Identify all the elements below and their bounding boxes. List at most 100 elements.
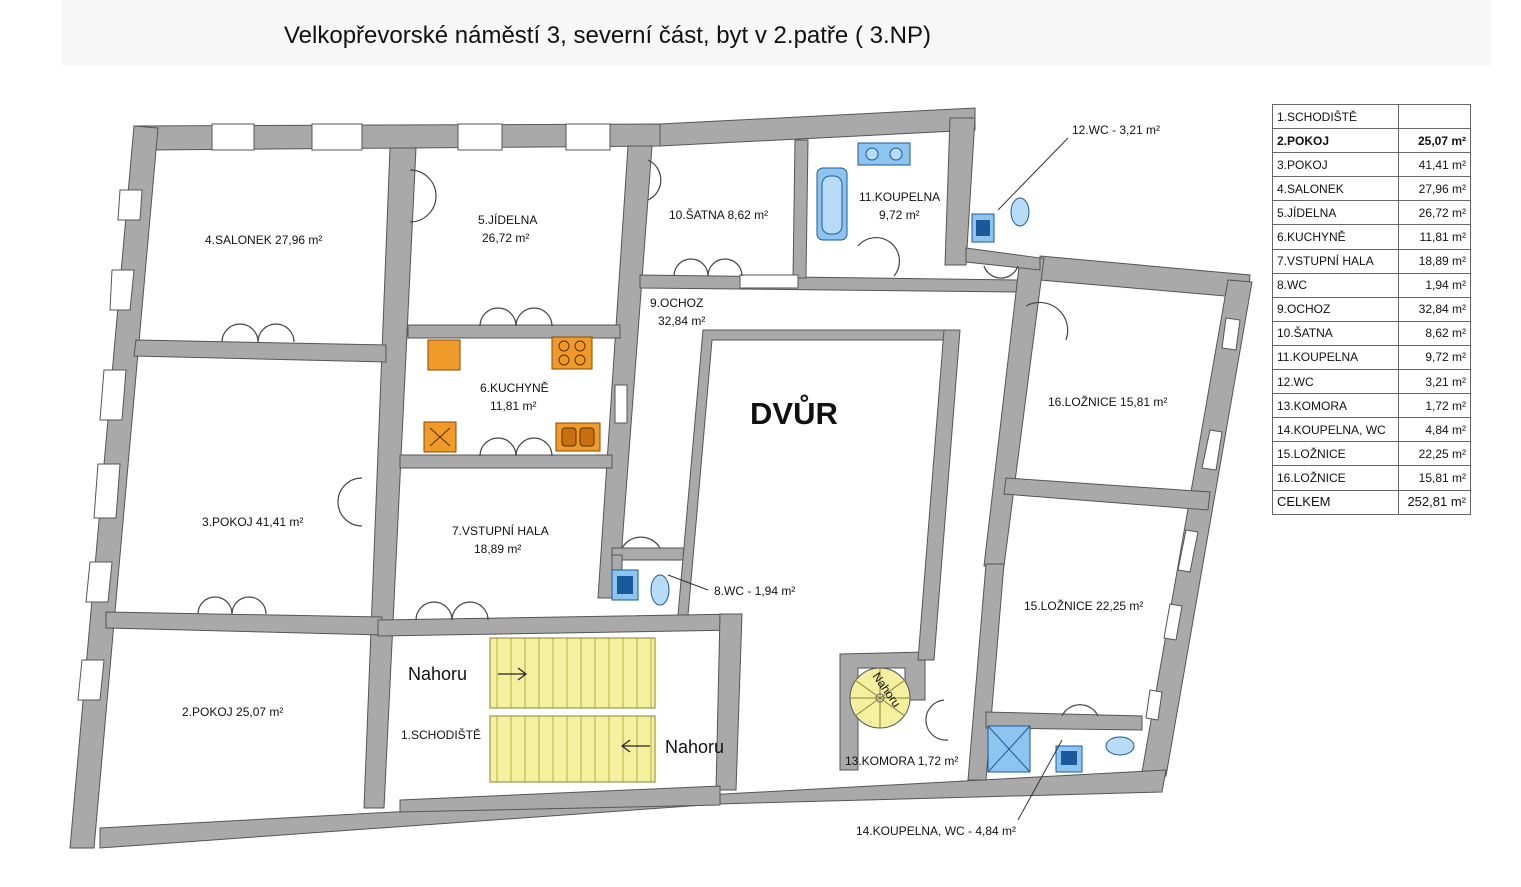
room-label-schodiste: 1.SCHODIŠTĚ: [401, 727, 481, 742]
kitchen-fixtures: [423, 336, 601, 453]
page-title: Velkopřevorské náměstí 3, severní část, …: [284, 22, 931, 49]
area-table-room-area: 32,84 m²: [1397, 296, 1472, 322]
courtyard-walls: [677, 329, 961, 661]
room-label-wc12: 12.WC - 3,21 m²: [1072, 123, 1160, 137]
fridge-icon: [427, 339, 461, 371]
area-table-room-name: 16.LOŽNICE: [1272, 465, 1399, 491]
washbasin-icon-wc12: [971, 213, 995, 243]
area-table-room-name: 6.KUCHYNĚ: [1272, 224, 1399, 250]
area-table-room-name: 5.JÍDELNA: [1272, 200, 1399, 226]
room-label-loznice16: 16.LOŽNICE 15,81 m²: [1048, 394, 1167, 409]
area-table-room-area: 4,84 m²: [1397, 417, 1472, 443]
room-name-koupelna: 11.KOUPELNA: [859, 190, 940, 204]
leader-lines: [667, 137, 1069, 821]
double-washbasin-icon: [857, 142, 911, 166]
area-table-room-area: 9,72 m²: [1397, 344, 1472, 371]
toilet-icon-wc8: [650, 574, 670, 606]
spiral-staircase: [849, 667, 911, 729]
area-table-room-area: 26,72 m²: [1397, 200, 1472, 226]
area-table-room-area: 25,07 m²: [1397, 128, 1472, 154]
area-table-room-area: 8,62 m²: [1397, 320, 1472, 346]
area-table-room-area: 27,96 m²: [1397, 176, 1472, 202]
bathtub-icon: [816, 167, 848, 241]
area-table-room-name: 2.POKOJ: [1272, 128, 1399, 154]
main-staircase: [489, 637, 656, 783]
area-table-room-area: 22,25 m²: [1397, 441, 1472, 467]
stairs-arrows: [498, 667, 650, 753]
room-name-kuchyne: 6.KUCHYNĚ: [480, 380, 549, 395]
room-label-loznice15: 15.LOŽNICE 22,25 m²: [1024, 598, 1143, 613]
washbasin-icon-14: [1055, 745, 1083, 773]
area-table-row: 1.SCHODIŠTĚ: [1272, 103, 1472, 130]
area-table-room-name: 14.KOUPELNA, WC: [1272, 417, 1399, 443]
area-table-room-area: [1397, 103, 1472, 130]
room-label-satna: 10.ŠATNA 8,62 m²: [669, 207, 768, 222]
room-label-pokoj2: 2.POKOJ 25,07 m²: [182, 705, 283, 719]
room-area-kuchyne: 11,81 m²: [490, 399, 536, 413]
title-band: [62, 0, 1492, 66]
area-table-room-area: 41,41 m²: [1397, 152, 1472, 178]
bath-fixtures: [611, 142, 1135, 773]
area-table-room-area: 15,81 m²: [1397, 465, 1472, 491]
room-label-salonek: 4.SALONEK 27,96 m²: [205, 233, 322, 247]
shower-icon: [987, 725, 1031, 773]
room-label-koupelna14: 14.KOUPELNA, WC - 4,84 m²: [856, 824, 1016, 838]
area-table-room-name: 1.SCHODIŠTĚ: [1272, 103, 1399, 130]
area-table-room-area: 11,81 m²: [1397, 224, 1472, 250]
stove-icon: [551, 336, 593, 370]
area-table-room-area: 18,89 m²: [1397, 248, 1472, 274]
room-area-ochoz: 32,84 m²: [658, 314, 705, 328]
area-table-room-area: 1,94 m²: [1397, 272, 1472, 298]
room-label-komora: 13.KOMORA 1,72 m²: [845, 754, 958, 768]
stairs-up-label-1: Nahoru: [408, 664, 467, 684]
room-name-hala: 7.VSTUPNÍ HALA: [452, 523, 549, 538]
area-table-room-name: 12.WC: [1272, 369, 1399, 395]
area-table-room-name: 9.OCHOZ: [1272, 296, 1399, 322]
toilet-icon-14: [1105, 736, 1135, 756]
area-table-room-name: 3.POKOJ: [1272, 152, 1399, 178]
room-label-pokoj3: 3.POKOJ 41,41 m²: [202, 515, 303, 529]
room-name-jidelna: 5.JÍDELNA: [478, 212, 537, 227]
area-table-room-area: 3,21 m²: [1397, 369, 1472, 395]
area-table-room-name: 13.KOMORA: [1272, 393, 1399, 419]
area-table-room-name: 8.WC: [1272, 272, 1399, 298]
area-table-room-name: 7.VSTUPNÍ HALA: [1272, 248, 1399, 274]
area-table-total-value: 252,81 m²: [1397, 489, 1472, 515]
area-table-room-name: 10.ŠATNA: [1272, 320, 1399, 346]
courtyard-label: DVŮR: [750, 393, 838, 431]
stairs-up-label-2: Nahoru: [665, 737, 724, 757]
boiler-icon: [423, 421, 457, 453]
kitchen-sink-icon: [555, 422, 601, 452]
room-labels: 4.SALONEK 27,96 m² 5.JÍDELNA 26,72 m² 10…: [182, 123, 1167, 838]
room-area-koupelna: 9,72 m²: [879, 208, 920, 222]
toilet-icon-wc12: [1010, 197, 1030, 227]
area-table-room-name: 15.LOŽNICE: [1272, 441, 1399, 467]
area-table-room-name: 11.KOUPELNA: [1272, 344, 1399, 371]
room-area-hala: 18,89 m²: [474, 542, 521, 556]
doors: [197, 159, 1099, 741]
washbasin-icon-wc8: [611, 569, 639, 601]
room-name-ochoz: 9.OCHOZ: [650, 296, 703, 310]
area-table-total-label: CELKEM: [1272, 489, 1399, 515]
room-area-jidelna: 26,72 m²: [482, 231, 529, 245]
area-table-room-area: 1,72 m²: [1397, 393, 1472, 419]
room-label-wc8: 8.WC - 1,94 m²: [714, 584, 795, 598]
